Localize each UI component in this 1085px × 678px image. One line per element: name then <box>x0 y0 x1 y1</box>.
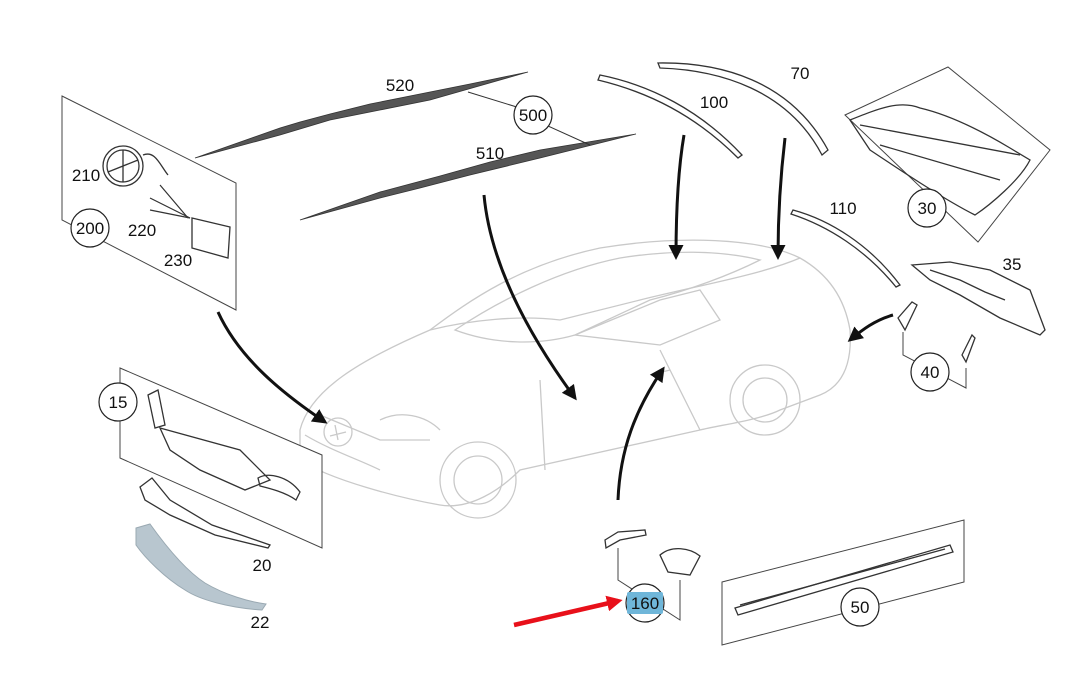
callout-50: 50 <box>840 587 880 627</box>
svg-text:30: 30 <box>918 199 937 218</box>
stripe-decal-520 <box>194 71 529 159</box>
callout-500: 500 <box>513 95 553 135</box>
callout-40: 40 <box>910 352 950 392</box>
part-35-diffuser <box>910 261 1046 336</box>
label-210: 210 <box>72 166 100 185</box>
label-110: 110 <box>829 199 856 218</box>
panel-15 <box>119 367 323 549</box>
label-510: 510 <box>476 144 504 163</box>
roof-trim-70 <box>657 62 829 157</box>
panel-200 <box>61 95 237 311</box>
callout-160[interactable]: 160 <box>625 583 665 623</box>
callout-30: 30 <box>907 188 947 228</box>
stripe-decal-510 <box>299 133 637 221</box>
svg-text:500: 500 <box>519 106 547 125</box>
callout-200: 200 <box>70 208 110 248</box>
leader-500-520 <box>467 91 521 109</box>
arrows <box>216 134 894 501</box>
label-35: 35 <box>1003 255 1022 274</box>
label-520: 520 <box>386 76 414 95</box>
svg-text:200: 200 <box>76 219 104 238</box>
label-100: 100 <box>700 93 728 112</box>
highlight-box <box>627 592 663 614</box>
label-20: 20 <box>253 556 272 575</box>
svg-text:160: 160 <box>631 594 659 613</box>
part-22-spoiler <box>135 523 267 611</box>
part-20-lip <box>139 477 272 549</box>
red-pointer-arrow <box>513 595 623 628</box>
label-230: 230 <box>164 251 192 270</box>
panel-50 <box>721 519 965 646</box>
label-70: 70 <box>791 64 810 83</box>
label-220: 220 <box>128 221 156 240</box>
roof-trim-100 <box>597 74 743 159</box>
panel-30 <box>844 66 1051 243</box>
callout-15: 15 <box>98 382 138 422</box>
svg-text:15: 15 <box>109 393 128 412</box>
car-outline <box>299 239 851 519</box>
trim-110 <box>790 209 901 288</box>
label-22: 22 <box>251 613 270 632</box>
svg-text:50: 50 <box>851 598 870 617</box>
svg-text:40: 40 <box>921 363 940 382</box>
leader-500-510 <box>547 125 591 146</box>
